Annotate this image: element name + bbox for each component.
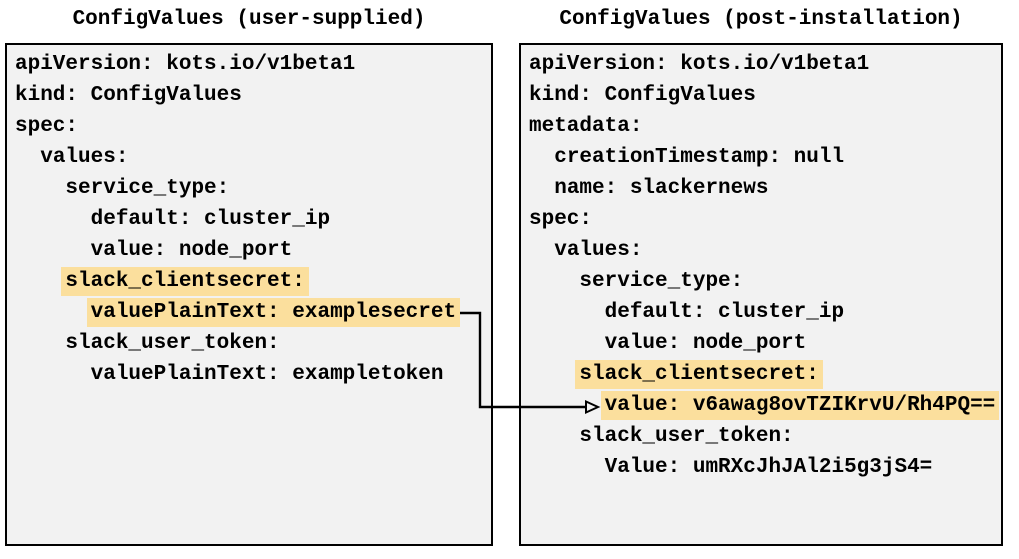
code-line: service_type: (579, 270, 744, 293)
left-panel-title: ConfigValues (user-supplied) (72, 8, 426, 31)
code-line: apiVersion: kots.io/v1beta1 (529, 53, 870, 76)
code-line: slack_user_token: (65, 332, 280, 355)
code-line: kind: ConfigValues (15, 84, 242, 107)
code-line: values: (40, 146, 129, 169)
code-line: default: cluster_ip (90, 208, 331, 231)
code-line: name: slackernews (554, 177, 769, 200)
code-line: metadata: (529, 115, 643, 138)
code-line: kind: ConfigValues (529, 84, 756, 107)
config-panel-user-supplied: apiVersion: kots.io/v1beta1 kind: Config… (5, 43, 493, 546)
code-line: spec: (529, 208, 593, 231)
code-line-highlighted: valuePlainText: examplesecret (15, 297, 491, 328)
code-line: value: node_port (604, 332, 807, 355)
code-line: Value: umRXcJhJAl2i5g3jS4= (604, 456, 933, 479)
config-panel-post-installation: apiVersion: kots.io/v1beta1 kind: Config… (519, 43, 1003, 546)
code-line-highlighted: value: v6awag8ovTZIKrvU/Rh4PQ== (529, 390, 1001, 421)
code-line: creationTimestamp: null (554, 146, 845, 169)
right-panel-title: ConfigValues (post-installation) (559, 8, 963, 31)
code-line: spec: (15, 115, 79, 138)
code-line: slack_user_token: (579, 425, 794, 448)
code-line: default: cluster_ip (604, 301, 845, 324)
code-line-highlighted: slack_clientsecret: (529, 359, 1001, 390)
code-line: value: node_port (90, 239, 293, 262)
code-line: valuePlainText: exampletoken (90, 363, 444, 386)
code-line: service_type: (65, 177, 230, 200)
code-line: apiVersion: kots.io/v1beta1 (15, 53, 356, 76)
code-line: values: (554, 239, 643, 262)
code-line-highlighted: slack_clientsecret: (15, 266, 491, 297)
